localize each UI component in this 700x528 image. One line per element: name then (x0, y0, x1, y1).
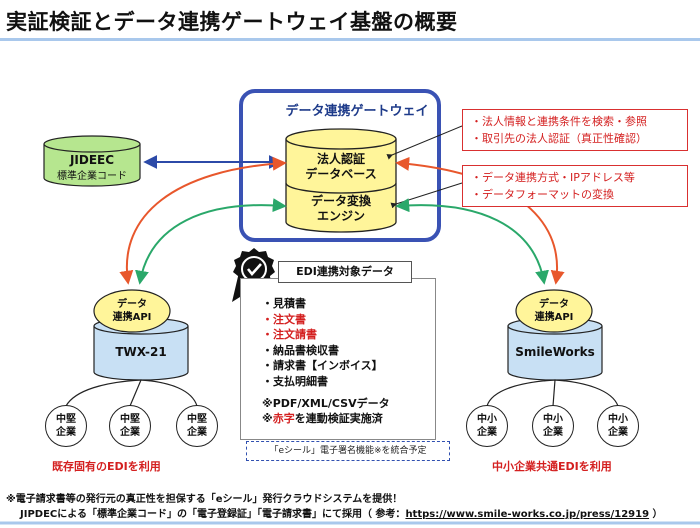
press-release-link[interactable]: https://www.smile-works.co.jp/press/1291… (405, 509, 650, 520)
right-caption: 中小企業共通EDIを利用 (492, 460, 612, 473)
edi-item-list: ・見積書 ・注文書 ・注文請書 ・納品書検収書 ・請求書【インボイス】 ・支払明… (262, 296, 383, 390)
right-corp-2: 中小 企業 (532, 405, 574, 447)
edi-item: ・請求書【インボイス】 (262, 359, 383, 373)
right-corp-2-line2: 企業 (543, 427, 563, 438)
edi-note-verified: ※赤字を連動検証実施済 (262, 411, 390, 426)
jideec-label: JIDEEC 標準企業コード (44, 153, 140, 182)
edi-notes: ※PDF/XML/CSVデータ ※赤字を連動検証実施済 (262, 396, 390, 426)
jideec-cylinder (43, 135, 141, 187)
conversion-engine-label: データ変換 エンジン (286, 194, 396, 224)
edi-item: ・支払明細書 (262, 374, 328, 388)
left-api-label: データ 連携API (94, 298, 170, 324)
note-box-search: ・法人情報と連携条件を検索・参照 ・取引先の法人認証（真正性確認） (462, 109, 688, 151)
note-mid-line1: ・データ連携方式・IPアドレス等 (471, 171, 635, 184)
title-underline (0, 38, 700, 41)
note-top-connector (386, 125, 463, 160)
right-api-line2: 連携API (534, 312, 574, 323)
left-corp-1: 中堅 企業 (45, 405, 87, 447)
edi-panel (240, 278, 436, 440)
left-api-line1: データ (117, 299, 147, 310)
auth-db-line1: 法人認証 (316, 152, 365, 166)
right-system-name: SmileWorks (515, 345, 595, 359)
note-mid-line2: ・データフォーマットの変換 (471, 188, 614, 201)
right-corp-3-line1: 中小 (608, 414, 628, 425)
edi-note-red: 赤字 (272, 412, 295, 425)
page-title: 実証検証とデータ連携ゲートウェイ基盤の概要 (6, 10, 458, 34)
left-api-line2: 連携API (112, 312, 152, 323)
right-api-label: データ 連携API (516, 298, 592, 324)
right-corp-2-line1: 中小 (543, 414, 563, 425)
footnote-line2-prefix: JIPDECによる「標準企業コード」の「電子登録証」「電子請求書」にて採用（ 参… (20, 509, 406, 520)
right-corp-3-line2: 企業 (608, 427, 628, 438)
edi-item: ・納品書検収書 (262, 343, 339, 357)
left-corp-3-line1: 中堅 (187, 414, 207, 425)
edi-note-suffix: を連動検証実施済 (294, 412, 383, 425)
footnote-line2-suffix: ） (649, 509, 663, 520)
footnote-line1: ※電子請求書等の発行元の真正性を担保する「eシール」発行クラウドシステムを提供！ (6, 494, 403, 505)
left-corp-3-line2: 企業 (187, 427, 207, 438)
note-box-conversion: ・データ連携方式・IPアドレス等 ・データフォーマットの変換 (462, 165, 688, 207)
edi-item: ・見積書 (262, 297, 306, 310)
gateway-title: データ連携ゲートウェイ (285, 104, 429, 119)
right-tree-lines (486, 379, 619, 407)
jideec-title: JIDEEC (69, 153, 115, 167)
left-corp-1-line2: 企業 (56, 427, 76, 438)
left-system-name: TWX-21 (115, 345, 167, 359)
engine-line1: データ変換 (310, 194, 371, 208)
right-corp-3: 中小 企業 (597, 405, 639, 447)
eseal-note: 「eシール」電子署名機能※を統合予定 (246, 441, 450, 461)
right-corp-1-line2: 企業 (477, 427, 497, 438)
right-corp-1: 中小 企業 (466, 405, 508, 447)
left-corp-2-line1: 中堅 (120, 414, 140, 425)
left-corp-2: 中堅 企業 (109, 405, 151, 447)
auth-db-line2: データベース (305, 167, 377, 181)
edi-note-prefix: ※ (262, 412, 273, 425)
note-top-line1: ・法人情報と連携条件を検索・参照 (471, 115, 647, 128)
note-top-line2: ・取引先の法人認証（真正性確認） (471, 132, 647, 145)
edi-note-formats: ※PDF/XML/CSVデータ (262, 397, 390, 410)
left-corp-3: 中堅 企業 (176, 405, 218, 447)
auth-database-label: 法人認証 データベース (286, 152, 396, 182)
right-green-arrow (395, 198, 549, 285)
left-caption: 既存固有のEDIを利用 (52, 460, 161, 473)
left-corp-1-line1: 中堅 (56, 414, 76, 425)
jideec-subtitle: 標準企業コード (57, 171, 127, 182)
edi-item: ・注文書 (262, 312, 306, 326)
engine-line2: エンジン (316, 209, 365, 223)
left-corp-2-line2: 企業 (120, 427, 140, 438)
edi-item: ・注文請書 (262, 328, 317, 342)
left-green-arrow (135, 198, 287, 285)
left-api-ellipse (93, 289, 171, 333)
edi-title: EDI連携対象データ (278, 261, 412, 283)
gateway-cylinder (285, 128, 397, 233)
right-corp-1-line1: 中小 (477, 414, 497, 425)
left-tree-lines (65, 379, 198, 407)
footnote-line2: JIPDECによる「標準企業コード」の「電子登録証」「電子請求書」にて採用（ 参… (20, 505, 663, 520)
right-api-ellipse (515, 289, 593, 333)
right-api-line1: データ (539, 299, 569, 310)
